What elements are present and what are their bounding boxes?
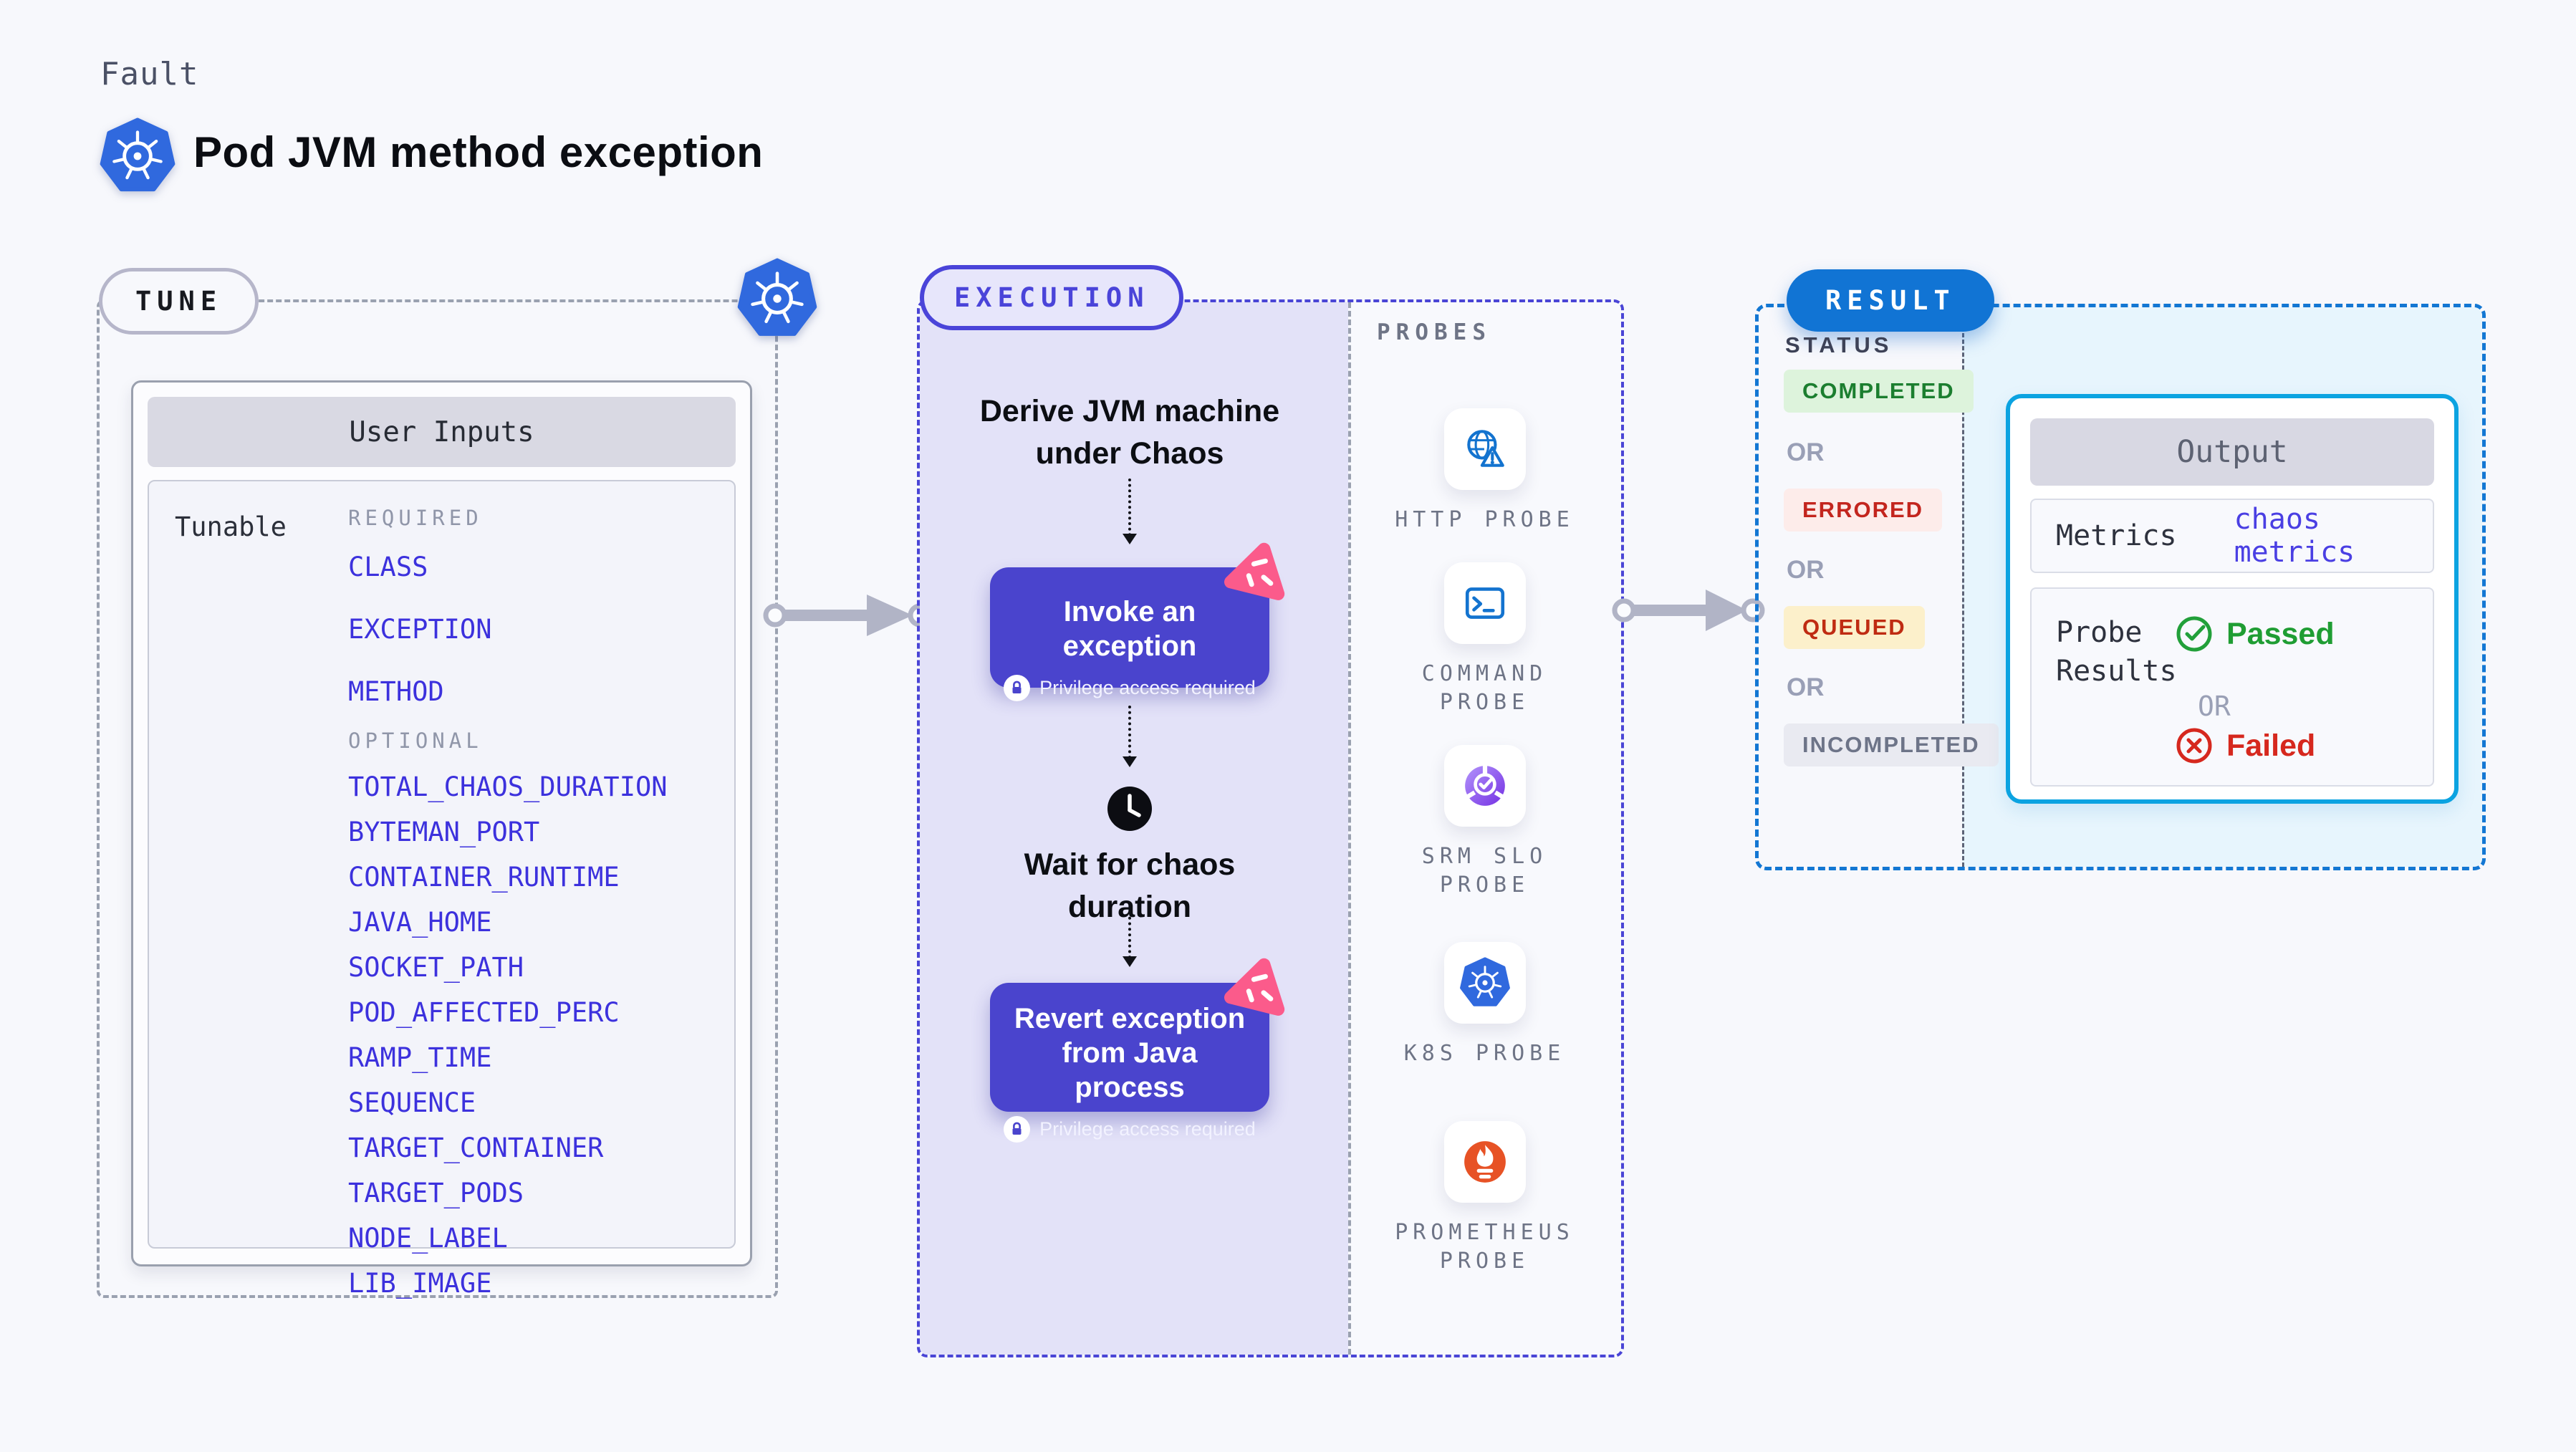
user-inputs-list-panel: Tunable REQUIRED CLASS EXCEPTION METHOD …	[148, 480, 736, 1299]
probes-divider	[1348, 302, 1351, 1355]
failed-label: Failed	[2226, 728, 2316, 763]
user-inputs-card: User Inputs Tunable REQUIRED CLASS EXCEP…	[131, 380, 752, 1299]
verdict-failed: Failed	[2175, 726, 2315, 765]
optional-label: OPTIONAL	[348, 729, 483, 753]
param-sequence: SEQUENCE	[348, 1087, 476, 1118]
or-label: OR	[2198, 691, 2231, 722]
probe-http: HTTP PROBE	[1345, 408, 1624, 534]
probe-label: SRM SLO PROBE	[1421, 844, 1548, 898]
page-title: Pod JVM method exception	[193, 128, 764, 176]
param-lib-image: LIB_IMAGE	[348, 1268, 492, 1299]
privilege-note-text: Privilege access required	[1039, 677, 1256, 698]
privilege-note: Privilege access required	[990, 1116, 1269, 1143]
param-ramp-time: RAMP_TIME	[348, 1042, 492, 1073]
tunable-label: Tunable	[175, 511, 287, 542]
output-card: Output Metrics chaos metrics Probe Resul…	[2006, 394, 2459, 804]
lock-icon	[1004, 1116, 1031, 1143]
metrics-value: chaos metrics	[2234, 503, 2355, 569]
step-wait-duration: Wait for chaos duration	[1024, 847, 1236, 925]
kubernetes-icon	[99, 117, 176, 195]
probe-label: HTTP PROBE	[1395, 507, 1575, 532]
srm-slo-donut-icon	[1461, 762, 1509, 809]
revert-exception-node: Revert exception from Java process Privi…	[990, 983, 1269, 1143]
probe-card	[1443, 1121, 1526, 1203]
terminal-icon	[1461, 580, 1509, 627]
arrow-tune-to-execution	[763, 595, 932, 636]
probe-command: COMMAND PROBE	[1345, 562, 1624, 717]
clock-icon	[1107, 787, 1152, 831]
lock-icon	[1004, 675, 1031, 701]
status-badge-errored: ERRORED	[1784, 489, 1943, 532]
or-label: OR	[1787, 438, 1825, 466]
verdict-passed: Passed	[2175, 615, 2335, 653]
tune-section-box	[97, 299, 778, 1298]
param-total-chaos-duration: TOTAL_CHAOS_DURATION	[348, 771, 668, 802]
status-label: STATUS	[1785, 332, 1893, 357]
param-node-label: NODE_LABEL	[348, 1223, 508, 1254]
param-container-runtime: CONTAINER_RUNTIME	[348, 862, 620, 893]
x-circle-icon	[2176, 728, 2212, 764]
check-circle-icon	[2176, 616, 2212, 652]
invoke-exception-node: Invoke an exception Privilege access req…	[990, 567, 1269, 701]
probe-card	[1443, 408, 1526, 490]
param-target-pods: TARGET_PODS	[348, 1178, 524, 1208]
kubernetes-corner-icon	[736, 258, 818, 340]
status-badge-incompleted: INCOMPLETED	[1784, 723, 1999, 766]
required-label: REQUIRED	[348, 506, 483, 530]
or-label: OR	[1787, 673, 1825, 701]
kubernetes-icon	[1459, 957, 1511, 1009]
execution-panel	[917, 299, 1624, 1357]
param-java-home: JAVA_HOME	[348, 907, 492, 938]
result-badge: RESULT	[1787, 269, 1994, 332]
param-pod-affected-perc: POD_AFFECTED_PERC	[348, 997, 620, 1028]
probe-card	[1443, 942, 1526, 1024]
param-socket-path: SOCKET_PATH	[348, 952, 524, 983]
passed-label: Passed	[2226, 616, 2335, 651]
probes-title: PROBES	[1377, 319, 1491, 345]
result-divider	[1962, 307, 1964, 867]
flow-arrow-2	[1123, 706, 1137, 767]
privilege-note: Privilege access required	[990, 675, 1269, 701]
chaos-experiment-icon	[1224, 536, 1294, 606]
probe-srm-slo: SRM SLO PROBE	[1345, 745, 1624, 900]
param-target-container: TARGET_CONTAINER	[348, 1133, 604, 1163]
metrics-row: Metrics chaos metrics	[2030, 499, 2434, 573]
execution-badge: EXECUTION	[920, 265, 1184, 330]
parameter-column: REQUIRED CLASS EXCEPTION METHOD OPTIONAL…	[348, 506, 668, 1313]
or-label: OR	[1787, 556, 1825, 584]
probe-label: K8S PROBE	[1403, 1041, 1566, 1066]
param-byteman-port: BYTEMAN_PORT	[348, 817, 540, 847]
prometheus-flame-icon	[1461, 1138, 1509, 1186]
probe-label: COMMAND PROBE	[1421, 661, 1548, 715]
user-inputs-header: User Inputs	[148, 397, 736, 467]
probe-results-label: Probe Results	[2056, 616, 2177, 688]
probe-card	[1443, 745, 1526, 827]
revert-exception-label: Revert exception from Java process	[1014, 1003, 1246, 1103]
status-badge-completed: COMPLETED	[1784, 370, 1974, 413]
param-method: METHOD	[348, 676, 444, 707]
flow-arrow-3	[1123, 911, 1137, 967]
probe-label: PROMETHEUS PROBE	[1395, 1220, 1575, 1274]
param-class: CLASS	[348, 552, 428, 582]
flow-arrow-1	[1123, 479, 1137, 544]
chaos-experiment-icon	[1224, 951, 1294, 1021]
status-badge-queued: QUEUED	[1784, 606, 1925, 649]
output-header: Output	[2030, 418, 2434, 486]
metrics-label: Metrics	[2056, 519, 2177, 552]
arrow-execution-to-result	[1612, 590, 1765, 631]
globe-alert-icon	[1461, 425, 1509, 473]
step-derive-jvm: Derive JVM machine under Chaos	[979, 394, 1280, 471]
probe-k8s: K8S PROBE	[1345, 942, 1624, 1068]
tune-badge: TUNE	[99, 268, 259, 335]
privilege-note-text: Privilege access required	[1039, 1118, 1256, 1140]
param-exception: EXCEPTION	[348, 614, 492, 645]
probe-prometheus: PROMETHEUS PROBE	[1345, 1121, 1624, 1276]
invoke-exception-label: Invoke an exception	[1062, 596, 1197, 662]
probe-results-row: Probe Results Passed OR Failed	[2030, 587, 2434, 787]
fault-kicker: Fault	[100, 56, 199, 92]
probe-card	[1443, 562, 1526, 644]
